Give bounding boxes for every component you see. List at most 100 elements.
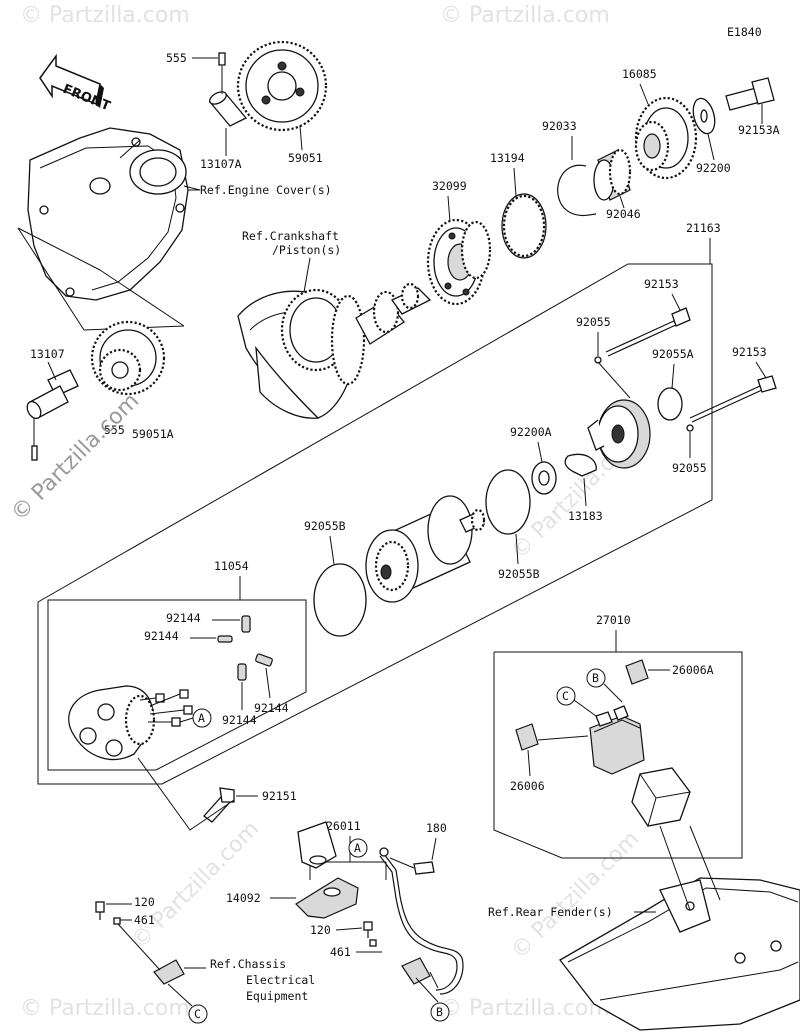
callout-b-relay [586,668,606,688]
label-92046: 92046 [606,207,641,221]
label-92144-d: 92144 [254,701,289,715]
label-32099: 32099 [432,179,467,193]
label-92144-c: 92144 [222,713,257,727]
starter-cable [379,847,464,995]
ref-chassis-line1: Ref.Chassis [210,957,286,971]
chassis-terminal [117,923,206,985]
label-92055B-right: 92055B [498,567,540,581]
label-555-top: 555 [166,51,187,65]
label-59051A: 59051A [132,427,174,441]
callout-b-cable-label: B [436,1005,443,1019]
label-92153-top: 92153 [644,277,679,291]
pin-555-bottom [31,445,38,461]
label-180: 180 [426,821,447,835]
nut-461-center [369,939,377,947]
callout-a-cable [348,838,368,858]
label-26006A: 26006A [672,663,714,677]
callout-c-chassis [188,1004,208,1024]
engine-cover [17,127,201,331]
cable-terminal [401,957,439,989]
label-555-bottom: 555 [104,423,125,437]
starter-end-cover [587,361,651,469]
bolt-180 [413,861,435,875]
pin-555-top [218,52,226,66]
callout-c-chassis-label: C [194,1007,201,1021]
label-92144-a: 92144 [166,611,201,625]
ref-crankshaft-line2: /Piston(s) [272,243,341,257]
shaft-13107 [26,369,79,420]
idler-gear-59051A [90,320,166,396]
label-120-left: 120 [134,895,155,909]
callout-c-relay-label: C [562,689,569,703]
rear-fender [559,825,800,1031]
nut-461-left [113,917,121,925]
assembly-boundary-11054 [47,576,307,771]
ref-rear-fender: Ref.Rear Fender(s) [488,905,613,919]
label-92055B-left: 92055B [304,519,346,533]
label-14092: 14092 [226,891,261,905]
callout-a-cable-label: A [354,841,361,855]
label-92144-b: 92144 [144,629,179,643]
diagram-id: E1840 [727,25,762,39]
relay-holder [631,767,691,827]
callout-c-relay [556,686,576,706]
washer-92200 [692,97,716,135]
label-13194: 13194 [490,151,525,165]
label-92033: 92033 [542,119,577,133]
label-92200: 92200 [696,161,731,175]
callout-b-cable [430,1002,450,1022]
ref-engine-cover: Ref.Engine Cover(s) [200,183,332,197]
label-92200A: 92200A [510,425,552,439]
cover-rubber [297,821,337,869]
brush-holder [68,685,193,761]
label-13107: 13107 [30,347,65,361]
label-92055A: 92055A [652,347,694,361]
washer-92200A [531,461,557,495]
label-13107A: 13107A [200,157,242,171]
o-ring-92055B-left [313,563,367,637]
label-21163: 21163 [686,221,721,235]
needle-bearing-92046 [593,148,632,201]
callout-b-relay-label: B [592,671,599,685]
label-92153-right: 92153 [732,345,767,359]
bolt-92153A [725,77,775,111]
faint-watermark: © Partzilla.com [20,3,190,28]
fuse-26006 [515,723,539,751]
o-ring-92055B-right [485,469,531,535]
starter-gear-16085 [634,96,698,180]
label-92055-right: 92055 [672,461,707,475]
faint-watermark: © Partzilla.com [127,817,265,955]
label-16085: 16085 [622,67,657,81]
through-bolt-92153-top [605,307,691,357]
label-13183: 13183 [568,509,603,523]
bolt-120-center [363,921,373,938]
label-461-left: 461 [134,913,155,927]
one-way-clutch-13194 [501,193,547,259]
assembly-boundary-21163 [37,263,713,785]
ref-crankshaft-line1: Ref.Crankshaft [242,229,339,243]
faint-watermark: © Partzilla.com [440,3,610,28]
assembly-boundary-27010 [493,630,743,859]
fuse-26006A [625,659,649,685]
faint-watermark: © Partzilla.com [440,996,610,1021]
through-bolt-92153-right [689,375,777,423]
o-ring-92055-top [594,356,602,364]
bolt-120-left [95,901,105,920]
label-11054: 11054 [214,559,249,573]
protector-14092 [295,877,359,919]
crankshaft [237,282,432,419]
label-461-center: 461 [330,945,351,959]
plate-13183 [564,453,597,477]
starter-clutch-gear-32099 [426,218,492,306]
idler-gear-59051 [236,40,328,132]
label-92153A: 92153A [738,123,780,137]
front-arrow-icon: FRONT [39,53,112,114]
starter-relay [589,705,645,775]
o-ring-92055-right [686,424,694,432]
circlip-92033 [557,164,597,217]
shaft-13107A [208,66,248,127]
o-ring-92055A [657,387,683,421]
ref-chassis-line3: Equipment [246,989,308,1003]
callout-a-brush-label: A [198,711,205,725]
